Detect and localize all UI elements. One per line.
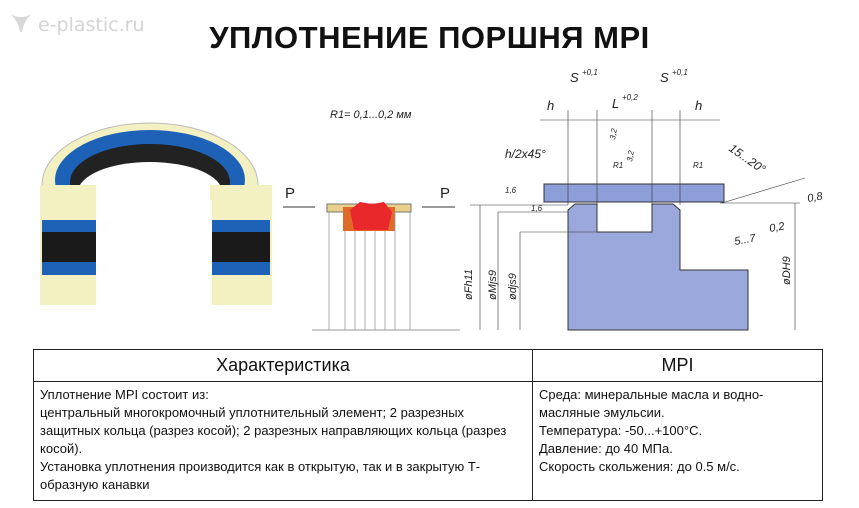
seal-cross-section: R1= 0,1...0,2 мм P P (283, 109, 460, 331)
spec-pressure: Давление: до 40 МПа. (539, 441, 673, 456)
page-title: УПЛОТНЕНИЕ ПОРШНЯ MPI (209, 20, 650, 55)
pressure-label-left: P (285, 185, 295, 202)
groove-drawing: S +0,1 S +0,1 L +0,2 h h h/2x45° R1 R1 3… (463, 68, 824, 331)
pressure-label-right: P (440, 185, 450, 202)
description-cell: Уплотнение MPI состоит из: центральный м… (33, 381, 533, 501)
label-h1: h (547, 98, 554, 113)
label-roughness-c: 1,6 (505, 186, 517, 195)
label-angle: 15...20° (726, 141, 768, 176)
label-roughness-e: 0,2 (768, 220, 785, 234)
spec-table: Характеристика MPI Уплотнение MPI состои… (33, 349, 823, 501)
label-s2: S (660, 70, 669, 85)
spec-medium: Среда: минеральные масла и водно-масляны… (539, 387, 764, 420)
description-line: центральный многокромочный уплотнительны… (40, 405, 507, 456)
spec-temperature: Температура: -50...+100°С. (539, 423, 703, 438)
technical-drawing: R1= 0,1...0,2 мм P P S +0,1 (40, 68, 824, 331)
label-l-tol: +0,2 (622, 93, 638, 102)
label-diameter-m: øMjs9 (487, 270, 499, 300)
label-s1: S (570, 70, 579, 85)
label-roughness-f: 0,8 (806, 190, 824, 205)
spec-speed: Скорость скольжения: до 0.5 м/с. (539, 459, 740, 474)
label-l: L (612, 96, 619, 111)
label-chamfer: h/2x45° (505, 147, 546, 161)
seal-3d-illustration (40, 122, 272, 310)
label-roughness-a: 3,2 (608, 127, 619, 140)
label-diameter-d: ødjs9 (507, 273, 519, 300)
description-line: Уплотнение MPI состоит из: (40, 387, 209, 402)
label-r1: R1 (693, 161, 703, 170)
label-diameter-dh: øDH9 (781, 256, 793, 285)
watermark-text: e-plastic.ru (38, 13, 145, 36)
description-line: Установка уплотнения производится как в … (40, 459, 481, 492)
header-characteristic: Характеристика (33, 349, 533, 382)
label-roughness-b: 3,2 (625, 149, 636, 162)
specs-cell: Среда: минеральные масла и водно-масляны… (532, 381, 823, 501)
label-s1-tol: +0,1 (582, 68, 598, 77)
label-s2-tol: +0,1 (672, 68, 688, 77)
label-diameter-fh: øFh11 (463, 269, 475, 300)
label-r1-small: R1 (613, 161, 623, 170)
header-mpi: MPI (532, 349, 823, 382)
radius-note: R1= 0,1...0,2 мм (330, 109, 412, 121)
label-roughness-d: 1,6 (531, 204, 543, 213)
watermark: e-plastic.ru (8, 10, 145, 39)
logo-icon (8, 10, 34, 39)
label-h2: h (695, 98, 702, 113)
label-length: 5...7 (733, 232, 757, 248)
